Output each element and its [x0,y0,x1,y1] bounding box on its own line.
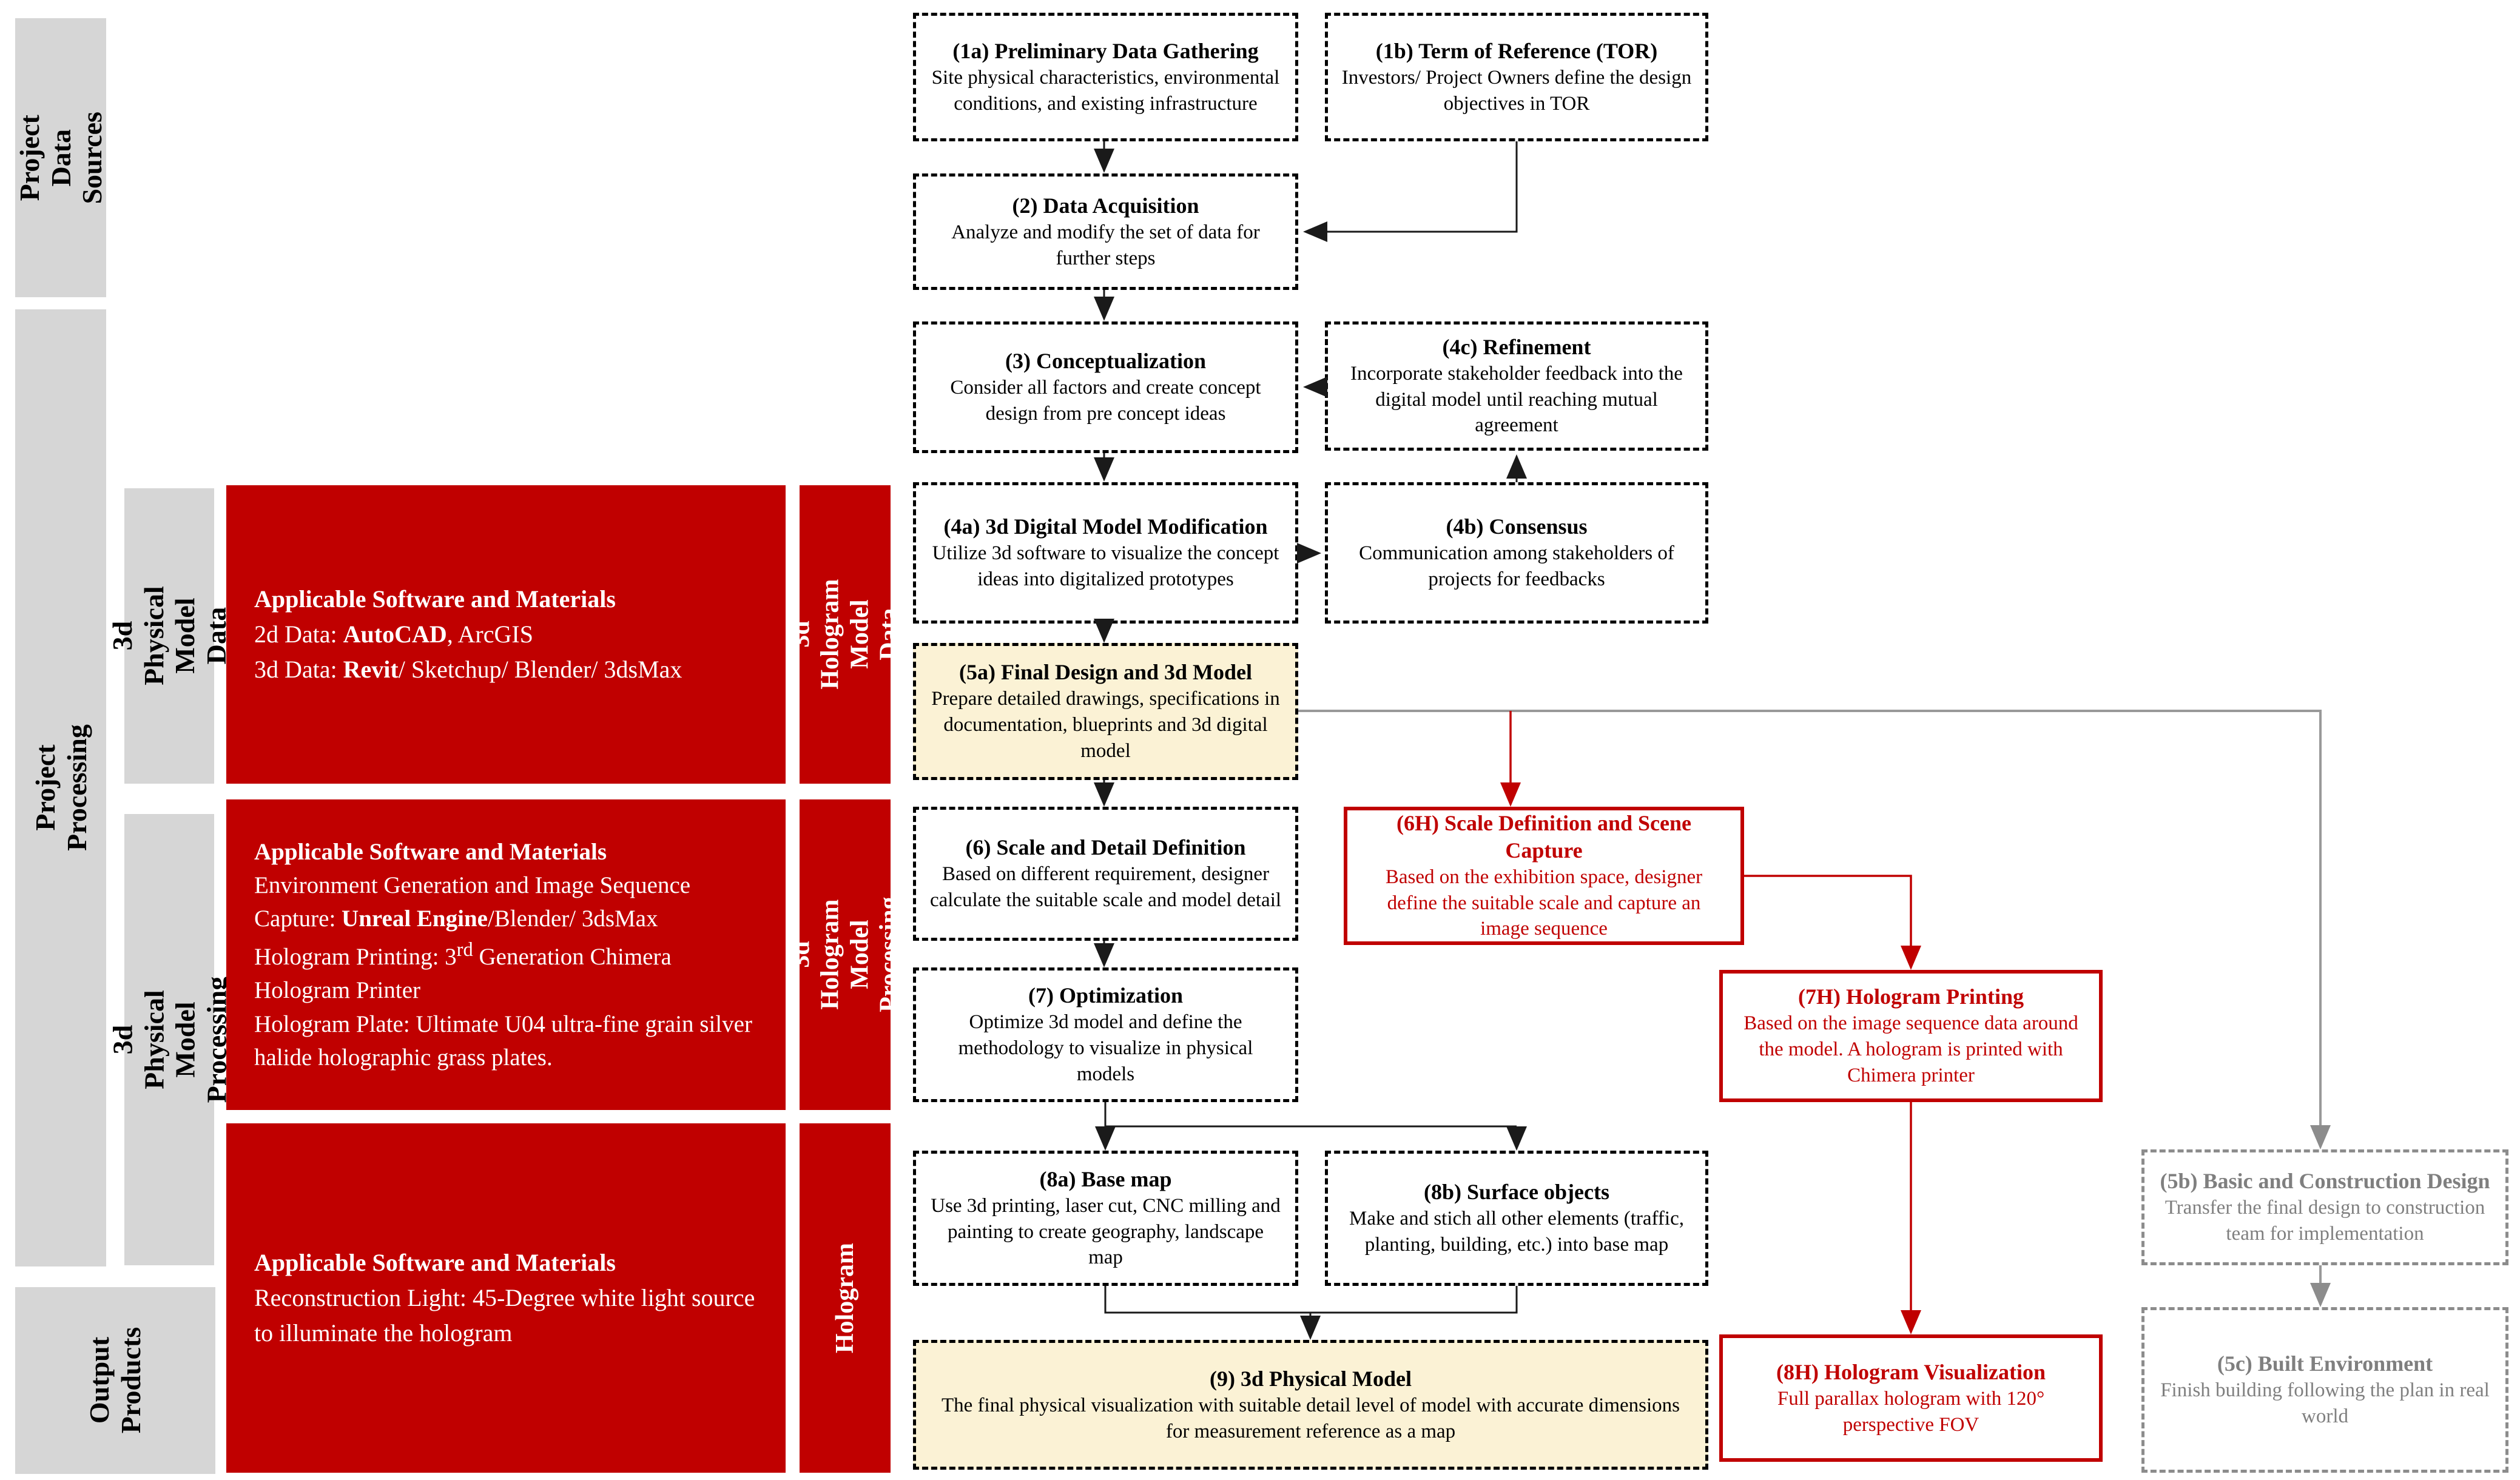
flow-box-1b: (1b) Term of Reference (TOR) Investors/ … [1325,13,1708,141]
box-body: The final physical visualization with su… [942,1394,1680,1442]
box-title: (4b) Consensus [1446,514,1588,539]
flow-box-9: (9) 3d Physical Model The final physical… [913,1340,1708,1470]
flow-box-4b: (4b) Consensus Communication among stake… [1325,482,1708,624]
software-panel-output: Applicable Software and Materials Recons… [226,1123,786,1473]
box-body: Communication among stakeholders of proj… [1359,542,1674,590]
box-title: (1b) Term of Reference (TOR) [1375,38,1658,63]
panel-line: Environment Generation and Image Sequenc… [254,872,691,932]
flow-box-8h: (8H) Hologram Visualization Full paralla… [1719,1334,2103,1462]
flow-box-6h: (6H) Scale Definition and Scene Capture … [1344,807,1744,945]
side-label-3d-physical-model-data: 3d Physical Model Data [107,488,232,784]
box-body: Analyze and modify the set of data for f… [951,221,1260,269]
box-body: Incorporate stakeholder feedback into th… [1350,362,1683,437]
box-title: (8H) Hologram Visualization [1776,1359,2046,1384]
box-title: (4a) 3d Digital Model Modification [943,514,1268,539]
panel-heading: Applicable Software and Materials [254,838,607,865]
side-label-text: Project Data Sources [13,111,107,204]
side-label-text: Output Products [84,1327,146,1434]
box-body: Transfer the final design to constructio… [2165,1197,2485,1245]
side-label-text: 3d Hologram Model Processing [787,896,903,1013]
box-body: Investors/ Project Owners define the des… [1341,66,1692,115]
panel-line: Reconstruction Light: 45-Degree white li… [254,1284,755,1347]
side-label-hologram: Hologram [800,1123,891,1473]
box-body: Consider all factors and create concept … [950,377,1261,425]
panel-heading: Applicable Software and Materials [254,1249,616,1276]
box-title: (6) Scale and Detail Definition [965,835,1246,860]
box-body: Based on the image sequence data around … [1743,1012,2078,1086]
box-title: (7H) Hologram Printing [1798,984,2024,1009]
flow-box-7h: (7H) Hologram Printing Based on the imag… [1719,970,2103,1102]
box-title: (6H) Scale Definition and Scene Capture [1396,810,1691,863]
side-label-3d-physical-model-processing: 3d Physical Model Processing [107,814,232,1265]
flow-box-3: (3) Conceptualization Consider all facto… [913,321,1298,453]
flow-box-8a: (8a) Base map Use 3d printing, laser cut… [913,1151,1298,1286]
panel-line: 3d Data: Revit/ Sketchup/ Blender/ 3dsMa… [254,656,682,683]
box-title: (7) Optimization [1028,983,1183,1008]
panel-line: 2d Data: AutoCAD, ArcGIS [254,621,533,648]
box-title: (8b) Surface objects [1424,1180,1609,1205]
flow-box-7: (7) Optimization Optimize 3d model and d… [913,967,1298,1102]
box-body: Prepare detailed drawings, specification… [931,688,1280,762]
box-body: Optimize 3d model and define the methodo… [958,1011,1253,1085]
side-label-text: Project Processing [29,724,92,852]
box-body: Based on the exhibition space, designer … [1385,866,1703,940]
box-title: (2) Data Acquisition [1012,193,1199,218]
side-label-project-data-sources: Project Data Sources [13,18,107,297]
box-body: Finish building following the plan in re… [2160,1379,2490,1427]
side-label-output-products: Output Products [15,1287,215,1474]
box-body: Site physical characteristics, environme… [931,66,1280,115]
box-body: Based on different requirement, designer… [929,863,1282,911]
box-title: (1a) Preliminary Data Gathering [952,38,1259,63]
software-panel-model-processing: Applicable Software and Materials Enviro… [226,799,786,1110]
box-title: (3) Conceptualization [1005,349,1206,374]
box-title: (9) 3d Physical Model [1210,1366,1412,1391]
box-title: (4c) Refinement [1442,334,1591,359]
box-body: Make and stich all other elements (traff… [1349,1208,1684,1256]
box-title: (5c) Built Environment [2217,1351,2433,1376]
side-label-text: Hologram [830,1243,859,1353]
software-panel-model-data: Applicable Software and Materials 2d Dat… [226,485,786,784]
side-label-text: 3d Physical Model Processing [106,976,232,1103]
flow-box-5a: (5a) Final Design and 3d Model Prepare d… [913,643,1298,780]
flow-box-6: (6) Scale and Detail Definition Based on… [913,807,1298,941]
flow-box-2: (2) Data Acquisition Analyze and modify … [913,173,1298,290]
flow-box-4a: (4a) 3d Digital Model Modification Utili… [913,482,1298,624]
flow-box-4c: (4c) Refinement Incorporate stakeholder … [1325,321,1708,451]
box-body: Full parallax hologram with 120° perspec… [1777,1387,2045,1436]
side-label-text: 3d Physical Model Data [106,586,232,686]
panel-heading: Applicable Software and Materials [254,585,616,613]
side-label-project-processing: Project Processing [15,309,106,1266]
flow-box-1a: (1a) Preliminary Data Gathering Site phy… [913,13,1298,141]
box-body: Utilize 3d software to visualize the con… [932,542,1279,590]
flow-box-5c: (5c) Built Environment Finish building f… [2141,1307,2508,1473]
panel-line: Hologram Printing: 3rd Generation Chimer… [254,938,672,1004]
flow-box-5b: (5b) Basic and Construction Design Trans… [2141,1149,2508,1265]
box-title: (5a) Final Design and 3d Model [958,660,1253,685]
side-label-text: 3d Hologram Model Data [787,579,903,690]
box-body: Use 3d printing, laser cut, CNC milling … [931,1194,1281,1269]
panel-line: Hologram Plate: Ultimate U04 ultra-fine … [254,1011,752,1071]
flow-box-8b: (8b) Surface objects Make and stich all … [1325,1151,1708,1286]
box-title: (5b) Basic and Construction Design [2160,1169,2490,1194]
box-title: (8a) Base map [1039,1166,1172,1191]
side-label-3d-hologram-model-processing: 3d Hologram Model Processing [787,799,903,1110]
side-label-3d-hologram-model-data: 3d Hologram Model Data [787,485,903,784]
